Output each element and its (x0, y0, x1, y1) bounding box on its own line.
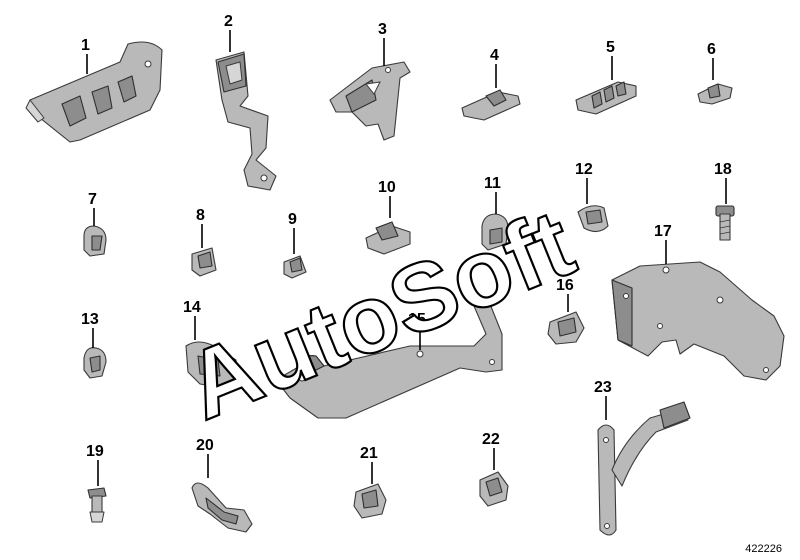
callout-14: 14 (183, 299, 201, 316)
part-9-clip (283, 255, 307, 279)
callout-4: 4 (490, 47, 499, 64)
callout-8: 8 (196, 207, 205, 224)
part-20-open-clip (191, 482, 253, 533)
callout-10: 10 (378, 179, 396, 196)
part-6-small-clip (697, 83, 733, 105)
part-10-clip (365, 221, 411, 255)
part-17-large-bracket (611, 261, 785, 381)
part-1-shield-plate (25, 41, 163, 143)
callout-12: 12 (575, 161, 593, 178)
part-15-long-bracket (275, 303, 503, 419)
part-12-spring-clip (577, 205, 609, 233)
callout-17: 17 (654, 223, 672, 240)
part-13-clip (83, 347, 107, 379)
callout-22: 22 (482, 431, 500, 448)
callout-1: 1 (81, 37, 90, 54)
callout-7: 7 (88, 191, 97, 208)
document-number: 422226 (745, 543, 782, 555)
callout-2: 2 (224, 13, 233, 30)
callout-13: 13 (81, 311, 99, 328)
part-8-clip (191, 247, 217, 277)
part-7-cable-clip (83, 225, 107, 257)
part-14-clip (185, 341, 239, 389)
part-19-rivet (87, 487, 107, 523)
part-3-bracket (329, 61, 411, 141)
callout-11: 11 (484, 175, 501, 192)
part-22-connector-clip (479, 471, 509, 507)
part-4-clip (461, 89, 521, 121)
callout-5: 5 (606, 39, 615, 56)
callout-21: 21 (360, 445, 378, 462)
part-23-hanger-bracket (597, 401, 691, 536)
part-2-bracket (215, 51, 277, 191)
callout-18: 18 (714, 161, 732, 178)
part-18-bolt (715, 205, 735, 241)
callout-20: 20 (196, 437, 214, 454)
callout-9: 9 (288, 211, 297, 228)
callout-23: 23 (594, 379, 612, 396)
callout-6: 6 (707, 41, 716, 58)
part-11-double-clip (481, 213, 509, 251)
callout-15: 15 (408, 311, 426, 328)
part-16-spring-nut (547, 311, 585, 345)
callout-19: 19 (86, 443, 104, 460)
part-5-multi-clip (575, 81, 637, 115)
callout-3: 3 (378, 21, 387, 38)
callout-16: 16 (556, 277, 574, 294)
part-21-connector-clip (353, 483, 387, 519)
